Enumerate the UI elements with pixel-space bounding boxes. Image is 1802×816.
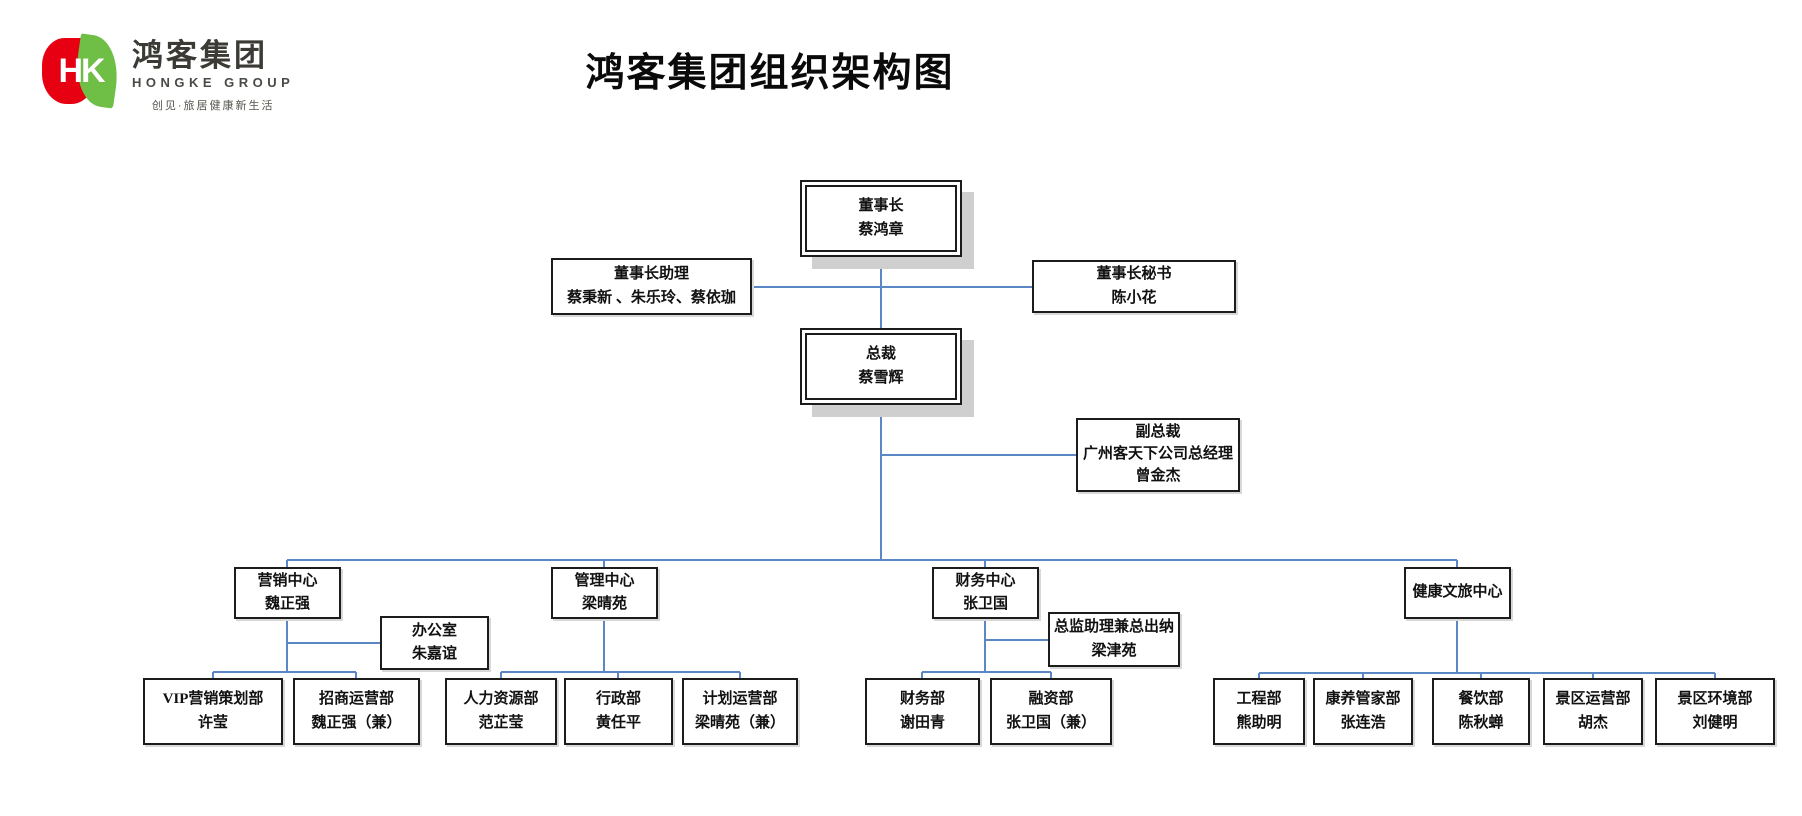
node-engineering-dept: 工程部 熊助明 (1213, 678, 1305, 745)
node-title: 景区运营部 (1555, 691, 1631, 708)
node-person: 梁晴苑（兼） (694, 714, 785, 731)
node-title: 董事长助理 (613, 266, 689, 283)
node-person: 梁晴苑 (581, 596, 627, 612)
node-president: 总裁 蔡雪辉 (800, 328, 962, 405)
node-title: 人力资源部 (463, 691, 539, 708)
logo-name-cn: 鸿客集团 (132, 38, 268, 73)
node-person: 张卫国（兼） (1005, 714, 1096, 731)
logo-name-en: HONGKE GROUP (132, 74, 295, 90)
node-scenic-ops-dept: 景区运营部 胡杰 (1543, 678, 1643, 745)
node-vice-president: 副总裁 广州客天下公司总经理 曾金杰 (1076, 418, 1240, 492)
node-person: 蔡鸿章 (858, 221, 904, 238)
node-title: 健康文旅中心 (1412, 584, 1503, 601)
node-person: 蔡秉新 、朱乐玲、蔡依珈 (567, 289, 736, 306)
node-title: 管理中心 (574, 572, 635, 589)
node-person: 陈小花 (1111, 289, 1157, 306)
node-title: 融资部 (1028, 691, 1074, 708)
logo-text: 鸿客集团 HONGKE GROUP 创见·旅居健康新生活 (132, 36, 294, 113)
node-financing-dept: 融资部 张卫国（兼） (990, 678, 1112, 745)
node-chairman-secretary: 董事长秘书 陈小花 (1032, 260, 1236, 313)
node-treasury-assistant: 总监助理兼总出纳 梁津苑 (1048, 612, 1180, 667)
node-title: 营销中心 (257, 572, 318, 589)
node-title: 工程部 (1236, 691, 1282, 708)
node-management-center: 管理中心 梁晴苑 (551, 567, 658, 619)
node-hr-dept: 人力资源部 范芷莹 (445, 678, 557, 745)
node-title: 财务部 (899, 691, 945, 708)
node-person: 曾金杰 (1135, 467, 1181, 484)
node-title: 董事长秘书 (1096, 266, 1172, 283)
node-title: 餐饮部 (1458, 691, 1504, 708)
node-title: 行政部 (595, 691, 641, 708)
node-scenic-env-dept: 景区环境部 刘健明 (1655, 678, 1775, 745)
node-admin-dept: 行政部 黄任平 (564, 678, 673, 745)
node-person: 魏正强 (264, 596, 310, 612)
node-planning-ops-dept: 计划运营部 梁晴苑（兼） (682, 678, 798, 745)
node-title: 副总裁 (1135, 424, 1181, 441)
node-title: 总监助理兼总出纳 (1053, 619, 1174, 636)
logo-mark-icon: HK (42, 33, 123, 109)
node-person: 许莹 (197, 714, 228, 731)
logo-hk-letters: HK (58, 52, 105, 90)
page-title: 鸿客集团组织架构图 (585, 52, 955, 95)
node-chairman: 董事长 蔡鸿章 (800, 180, 962, 257)
node-person: 梁津苑 (1091, 642, 1137, 659)
node-chairman-frame: 董事长 蔡鸿章 (805, 185, 957, 252)
node-person: 谢田青 (899, 714, 945, 731)
node-title: 财务中心 (955, 572, 1016, 589)
company-logo: HK 鸿客集团 HONGKE GROUP 创见·旅居健康新生活 (42, 33, 294, 113)
node-investment-ops-dept: 招商运营部 魏正强（兼） (293, 678, 420, 745)
node-marketing-center: 营销中心 魏正强 (234, 567, 341, 619)
node-catering-dept: 餐饮部 陈秋蝉 (1432, 678, 1530, 745)
node-title: VIP营销策划部 (162, 691, 264, 708)
node-person: 熊助明 (1236, 714, 1282, 731)
node-subtitle: 广州客天下公司总经理 (1082, 446, 1233, 463)
node-person: 范芷莹 (478, 714, 524, 731)
node-title: 招商运营部 (318, 691, 394, 708)
logo-tagline: 创见·旅居健康新生活 (151, 99, 275, 112)
node-title: 景区环境部 (1677, 691, 1753, 708)
node-title: 总裁 (865, 346, 896, 363)
node-person: 黄任平 (595, 714, 641, 731)
node-person: 陈秋蝉 (1458, 714, 1504, 731)
node-person: 张卫国 (962, 596, 1008, 612)
node-wellness-butler-dept: 康养管家部 张连浩 (1313, 678, 1413, 745)
node-finance-center: 财务中心 张卫国 (932, 567, 1039, 619)
node-title: 康养管家部 (1325, 691, 1401, 708)
node-person: 蔡雪辉 (858, 369, 904, 386)
node-person: 刘健明 (1692, 714, 1738, 731)
node-president-frame: 总裁 蔡雪辉 (805, 333, 957, 400)
node-title: 办公室 (411, 622, 457, 639)
node-title: 计划运营部 (702, 691, 778, 708)
node-person: 胡杰 (1577, 714, 1608, 731)
node-person: 张连浩 (1340, 714, 1386, 731)
node-finance-dept: 财务部 谢田青 (865, 678, 980, 745)
node-person: 魏正强（兼） (311, 714, 402, 731)
node-vip-marketing-dept: VIP营销策划部 许莹 (143, 678, 283, 745)
node-office: 办公室 朱嘉谊 (380, 616, 489, 670)
node-title: 董事长 (858, 198, 904, 215)
node-person: 朱嘉谊 (411, 646, 457, 662)
node-health-tourism-center: 健康文旅中心 (1404, 567, 1511, 619)
node-chairman-assistant: 董事长助理 蔡秉新 、朱乐玲、蔡依珈 (551, 258, 752, 315)
